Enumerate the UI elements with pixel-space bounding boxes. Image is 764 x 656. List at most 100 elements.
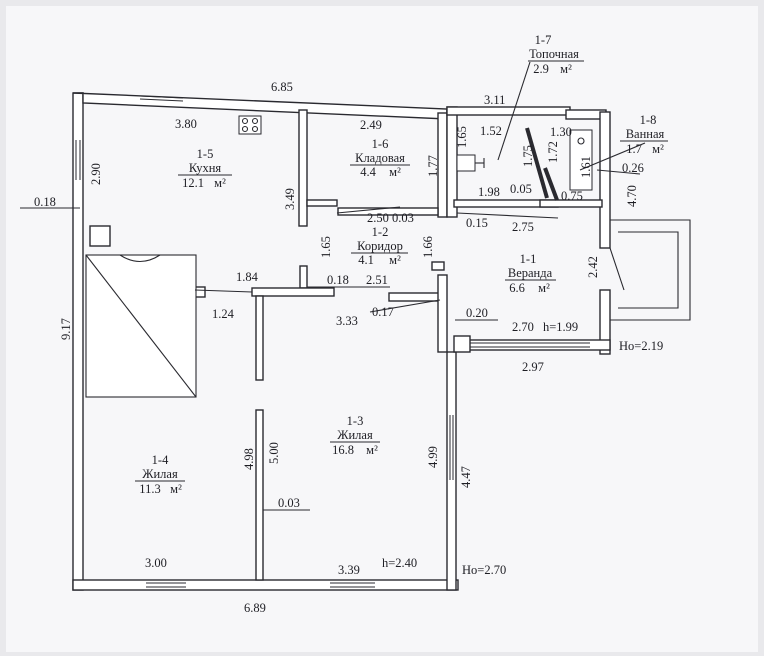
annex-walls: [431, 106, 611, 355]
svg-text:12.1: 12.1: [182, 176, 204, 190]
svg-text:4.70: 4.70: [625, 185, 639, 207]
svg-text:2.49: 2.49: [360, 118, 382, 132]
wall-north: [72, 92, 448, 120]
svg-text:2.51: 2.51: [366, 273, 388, 287]
svg-text:1-3: 1-3: [347, 414, 364, 428]
wall-bath-east: [599, 111, 611, 249]
svg-text:0.20: 0.20: [466, 306, 488, 320]
chimney-block: [89, 225, 111, 247]
svg-text:4.99: 4.99: [426, 446, 440, 468]
room-label-17: 1-7 Топочная 2.9 м²: [529, 33, 579, 76]
svg-text:1-6: 1-6: [372, 137, 389, 151]
stove: [85, 254, 197, 398]
svg-text:16.8: 16.8: [332, 443, 354, 457]
dimension-labels: 6.85 6.89 9.17 0.18 3.80 2.90 3.49 2.49 …: [34, 80, 663, 615]
svg-text:1-7: 1-7: [535, 33, 552, 47]
svg-text:1.24: 1.24: [212, 307, 235, 321]
svg-text:м²: м²: [560, 62, 572, 76]
svg-text:3.49: 3.49: [283, 188, 297, 210]
svg-text:1-4: 1-4: [152, 453, 169, 467]
svg-text:1.65: 1.65: [455, 126, 469, 148]
wall-room14-room13-b: [255, 409, 264, 581]
wall-room13-top: [388, 292, 444, 302]
svg-text:4.1: 4.1: [358, 253, 374, 267]
dim-line-026: [596, 169, 641, 175]
svg-text:1.30: 1.30: [550, 125, 572, 139]
room-label-12: 1-2 Коридор 4.1 м²: [357, 225, 403, 267]
svg-text:1.7: 1.7: [626, 142, 642, 156]
dim-line-275: [456, 212, 559, 219]
room-label-16: 1-6 Кладовая 4.4 м²: [355, 137, 405, 179]
svg-text:3.80: 3.80: [175, 117, 197, 131]
svg-text:Кухня: Кухня: [189, 161, 222, 175]
wall-room14-top: [251, 287, 335, 297]
main-windows: [75, 95, 454, 588]
svg-text:Жилая: Жилая: [337, 428, 373, 442]
wall-west: [72, 92, 84, 591]
svg-text:0.03: 0.03: [278, 496, 300, 510]
svg-text:1.66: 1.66: [421, 236, 435, 258]
svg-text:Ho=2.70: Ho=2.70: [462, 563, 506, 577]
wall-corridor-stub: [299, 265, 308, 289]
veranda-post: [453, 335, 471, 353]
svg-text:2.75: 2.75: [512, 220, 534, 234]
dim-top-total: 6.85: [271, 80, 293, 94]
svg-text:1-2: 1-2: [372, 225, 389, 239]
svg-text:Ho=2.19: Ho=2.19: [619, 339, 663, 353]
svg-text:м²: м²: [538, 281, 550, 295]
svg-text:4.98: 4.98: [242, 448, 256, 470]
wall-veranda-east: [599, 289, 611, 355]
dim-left-outer: 0.18: [34, 195, 56, 209]
svg-text:м²: м²: [389, 165, 401, 179]
bath-drain-icon: [577, 137, 585, 145]
dim-line-250: [336, 206, 401, 214]
bathtub-icon: [569, 129, 593, 191]
room-label-18: 1-8 Ванная 1.7 м²: [626, 113, 665, 156]
svg-text:2.50: 2.50: [367, 211, 389, 225]
svg-text:5.00: 5.00: [267, 442, 281, 464]
wall-room13-veranda: [437, 274, 448, 353]
dim-left-total: 9.17: [59, 318, 73, 340]
wall-south: [72, 579, 459, 591]
svg-text:6.6: 6.6: [509, 281, 525, 295]
svg-text:Кладовая: Кладовая: [355, 151, 405, 165]
svg-text:2.97: 2.97: [522, 360, 544, 374]
svg-text:4.47: 4.47: [459, 466, 473, 488]
svg-text:м²: м²: [389, 253, 401, 267]
svg-text:м²: м²: [170, 482, 182, 496]
svg-text:h=2.40: h=2.40: [382, 556, 417, 570]
svg-text:0.75: 0.75: [561, 189, 583, 203]
room-label-13: 1-3 Жилая 16.8 м²: [332, 414, 378, 457]
svg-text:2.70: 2.70: [512, 320, 534, 334]
svg-text:1-1: 1-1: [520, 252, 537, 266]
svg-text:Веранда: Веранда: [508, 266, 553, 280]
svg-text:3.11: 3.11: [484, 93, 505, 107]
wall-pantry-stub: [306, 199, 338, 207]
svg-text:3.39: 3.39: [338, 563, 360, 577]
wall-veranda-south: [454, 339, 611, 351]
dim-line-184: [194, 289, 253, 293]
leader-line-18: [579, 142, 646, 171]
svg-text:1.61: 1.61: [579, 156, 593, 178]
svg-text:Жилая: Жилая: [142, 467, 178, 481]
svg-text:2.42: 2.42: [586, 256, 600, 278]
dim-bottom-total: 6.89: [244, 601, 266, 615]
svg-text:11.3: 11.3: [139, 482, 160, 496]
svg-text:Ванная: Ванная: [626, 127, 665, 141]
wall-annex-north: [446, 106, 571, 116]
svg-text:1.75: 1.75: [521, 145, 535, 167]
room-label-15: 1-5 Кухня 12.1 м²: [182, 147, 226, 190]
svg-text:1.72: 1.72: [546, 141, 560, 163]
svg-text:2.9: 2.9: [533, 62, 549, 76]
wall-veranda-door: [431, 261, 445, 271]
svg-text:м²: м²: [214, 176, 226, 190]
svg-text:0.18: 0.18: [327, 273, 349, 287]
porch-inner: [618, 231, 679, 309]
svg-text:3.33: 3.33: [336, 314, 358, 328]
svg-text:0.05: 0.05: [510, 182, 532, 196]
room-label-14: 1-4 Жилая 11.3 м²: [139, 453, 182, 496]
wall-kitchen-pantry: [298, 109, 308, 227]
svg-text:1-8: 1-8: [640, 113, 657, 127]
wall-room14-room13-a: [255, 295, 264, 381]
